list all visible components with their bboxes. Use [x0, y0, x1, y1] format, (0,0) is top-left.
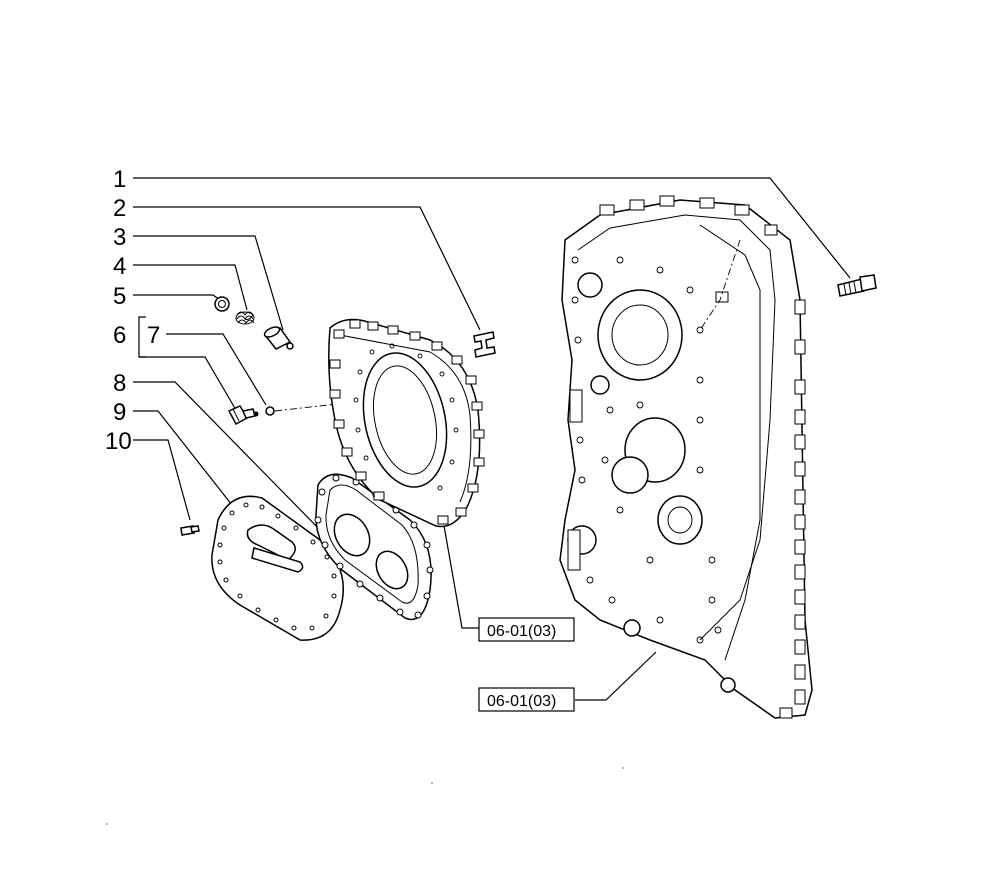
leader-10 — [133, 439, 191, 521]
callout-3: 3 — [113, 224, 126, 251]
cover-plate-icon — [211, 495, 344, 641]
callout-8: 8 — [113, 370, 126, 397]
ref-label-2: 06-01(03) — [487, 693, 556, 710]
callout-7: 7 — [147, 322, 160, 349]
callout-1: 1 — [113, 166, 126, 193]
transmission-housing-icon — [559, 195, 813, 719]
leader-ref-1 — [442, 519, 479, 629]
ball-icon — [265, 406, 275, 416]
callout-2: 2 — [113, 195, 126, 222]
leader-4 — [133, 264, 248, 311]
ref-label-1: 06-01(03) — [487, 623, 556, 640]
bolt-icon — [180, 525, 200, 536]
leader-lines — [133, 177, 851, 701]
clip-icon — [473, 331, 496, 358]
leader-6 — [139, 356, 237, 411]
seal-ring-icon — [214, 296, 230, 312]
spring-icon — [235, 311, 255, 325]
centerline — [274, 401, 356, 412]
valve-block-icon — [328, 318, 485, 528]
callout-4: 4 — [113, 253, 126, 280]
piston-icon — [263, 326, 294, 350]
screw-plug-icon — [837, 274, 877, 297]
leader-2 — [133, 206, 481, 331]
ref-box-1 — [478, 617, 575, 642]
leader-ref-2 — [575, 651, 657, 701]
ref-box-2 — [478, 687, 575, 712]
callout-6: 6 — [113, 322, 126, 349]
callout-5: 5 — [113, 283, 126, 310]
leader-5 — [133, 294, 221, 301]
leader-7 — [166, 333, 267, 406]
callout-10: 10 — [105, 428, 132, 455]
leader-9 — [133, 410, 233, 506]
callout-9: 9 — [113, 399, 126, 426]
leader-1 — [133, 177, 851, 279]
gasket-icon — [314, 473, 434, 621]
leader-8 — [133, 381, 326, 536]
valve-fitting-icon — [227, 405, 259, 426]
leader-3 — [133, 235, 284, 331]
bracket-6 — [138, 316, 146, 358]
